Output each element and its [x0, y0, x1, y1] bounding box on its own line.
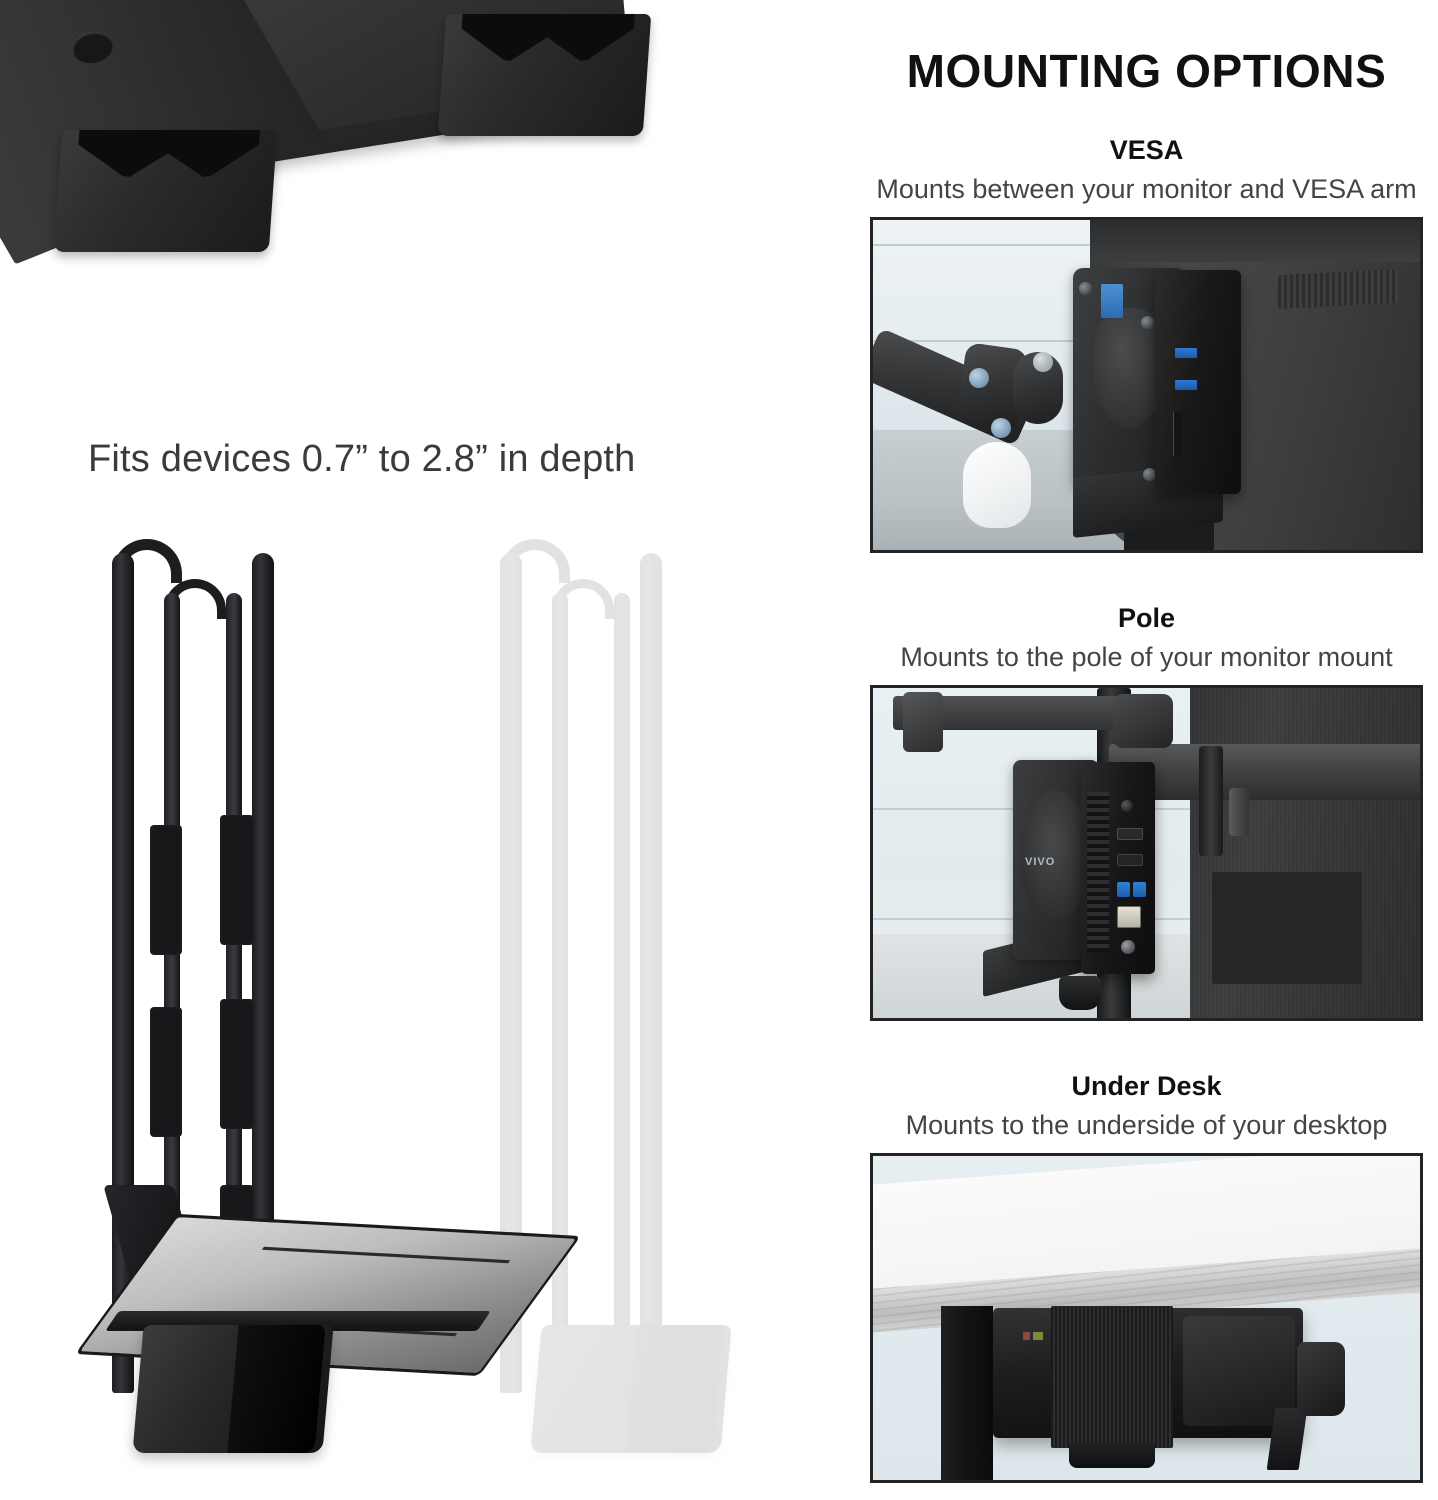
usb3-port: [1117, 882, 1130, 898]
left-column: Fits devices 0.7” to 2.8” in depth: [0, 0, 850, 1500]
audio-jack: [1121, 800, 1133, 813]
ghost-arm: [640, 553, 662, 1393]
ghost-arm: [552, 593, 568, 1383]
indicator-light: [1023, 1332, 1030, 1341]
adjustment-knob: [1059, 976, 1101, 1011]
mini-pc: [1155, 270, 1241, 495]
hdmi-port: [1117, 854, 1143, 867]
screw: [1141, 316, 1154, 330]
computer-mouse: [963, 442, 1031, 529]
ghost-foot: [530, 1325, 732, 1453]
arm-joint: [903, 692, 943, 753]
monitor-vent: [1278, 268, 1398, 310]
section-subtitle-vesa: Mounts between your monitor and VESA arm: [876, 173, 1417, 204]
page-title: MOUNTING OPTIONS: [906, 45, 1387, 97]
bracket-pad: [150, 825, 182, 955]
section-subtitle-under-desk: Mounts to the underside of your desktop: [905, 1109, 1388, 1140]
photo-under-desk-mount: [870, 1153, 1423, 1484]
desk-leg: [941, 1306, 993, 1481]
photo-pole-mount: VIVO: [870, 685, 1423, 1022]
section-subtitle-pole: Mounts to the pole of your monitor mount: [900, 641, 1393, 672]
strap-tail: [1069, 1442, 1155, 1469]
bracket-pad: [150, 1007, 182, 1137]
bracket-pad: [220, 999, 254, 1129]
section-under-desk: Under Desk Mounts to the underside of yo…: [855, 1071, 1438, 1484]
adjustment-knob: [1297, 1342, 1345, 1417]
ghost-arm-bend: [500, 539, 570, 583]
arm-pin: [969, 368, 989, 389]
section-title-pole: Pole: [1117, 603, 1176, 633]
usb-port: [1175, 380, 1197, 391]
bracket-side-view-photo: [60, 525, 760, 1475]
arm-joint: [1113, 694, 1173, 749]
blue-label-sticker: [1101, 284, 1123, 319]
bracket-face-plate: [1183, 1316, 1295, 1427]
screw: [1121, 940, 1135, 955]
section-vesa: VESA Mounts between your monitor and VES…: [855, 135, 1438, 554]
brand-logo: VIVO: [1025, 856, 1056, 869]
screw: [1079, 282, 1092, 296]
arm-pin: [991, 418, 1011, 439]
bracket-pad: [220, 815, 254, 945]
right-column: MOUNTING OPTIONS VESA Mounts between you…: [855, 0, 1438, 1500]
ethernet-port: [1117, 906, 1141, 929]
arm-pin: [1033, 352, 1053, 373]
bracket-hole: [65, 26, 120, 69]
indicator-light: [1033, 1332, 1043, 1341]
monitor-panel: [1212, 872, 1362, 985]
section-title-vesa: VESA: [1109, 135, 1184, 165]
usb3-port: [1133, 882, 1146, 898]
screw: [1143, 468, 1156, 482]
bracket-foot: [437, 14, 652, 136]
section-pole: Pole Mounts to the pole of your monitor …: [855, 603, 1438, 1022]
ghost-arm-bend: [552, 579, 614, 619]
monitor-arm-bar: [1109, 744, 1420, 801]
bracket-foot: [132, 1325, 334, 1453]
section-title-under-desk: Under Desk: [1071, 1071, 1222, 1101]
monitor-back: [1190, 688, 1420, 1019]
photo-vesa-mount: [870, 217, 1423, 554]
ghost-arm: [500, 553, 522, 1393]
ghost-arm: [614, 593, 630, 1383]
pole-clamp: [1229, 788, 1249, 837]
mini-pc-vent: [1087, 792, 1109, 953]
usb-port: [1117, 828, 1143, 841]
pole-clamp: [1199, 746, 1223, 857]
depth-caption: Fits devices 0.7” to 2.8” in depth: [88, 438, 636, 480]
hdmi-port: [1173, 412, 1182, 457]
usb-port: [1175, 348, 1197, 359]
velcro-strap: [1051, 1306, 1173, 1449]
bracket-arm: [252, 553, 274, 1393]
bracket-feet-closeup-photo: [0, 0, 710, 312]
adjustment-range-ghost: [440, 525, 760, 1475]
bracket-arm: [112, 553, 134, 1393]
bracket-foot: [53, 130, 278, 252]
